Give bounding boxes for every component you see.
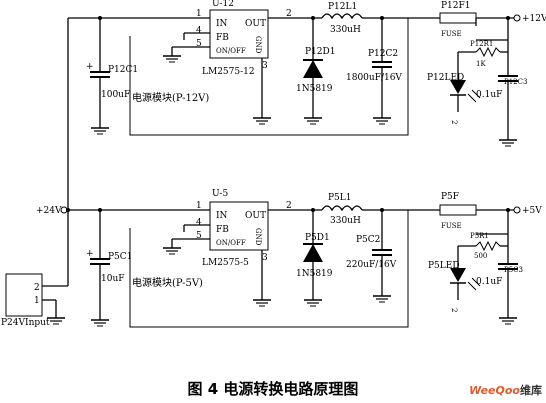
svg-text:5: 5 <box>196 39 202 49</box>
svg-text:3: 3 <box>262 253 268 263</box>
ic-ref-12v: U-12 <box>212 0 234 9</box>
svg-text:P5C2: P5C2 <box>356 235 380 245</box>
resistor-5v <box>475 240 501 252</box>
svg-text:P12L1: P12L1 <box>328 2 357 12</box>
svg-text:P12F1: P12F1 <box>441 1 470 11</box>
input-cap-ref-12v: P12C1 <box>108 65 138 75</box>
output-label-12v: +12V <box>522 14 546 24</box>
svg-text:P5F: P5F <box>441 192 459 202</box>
svg-text:OUT: OUT <box>245 211 266 221</box>
diode-5v <box>303 244 323 262</box>
svg-text:FUSE: FUSE <box>441 30 462 38</box>
svg-text:P12C3: P12C3 <box>504 78 527 86</box>
ic-ref-5v: U-5 <box>212 189 228 199</box>
svg-text:1K: 1K <box>476 60 486 68</box>
svg-text:P12R1: P12R1 <box>470 40 493 48</box>
inductor-12v <box>321 13 363 20</box>
inductor-5v <box>321 205 363 212</box>
svg-text:1: 1 <box>196 9 202 19</box>
input-voltage-label: +24V <box>36 206 62 216</box>
module-label-5v: 电源模块(P-5V) <box>132 276 203 289</box>
input-cap-value-12v: 100uF <box>101 90 130 100</box>
svg-text:FB: FB <box>216 33 229 43</box>
svg-text:P5C3: P5C3 <box>504 266 523 274</box>
svg-text:FB: FB <box>216 225 229 235</box>
svg-text:3: 3 <box>262 61 268 71</box>
svg-text:P5LED: P5LED <box>428 261 460 271</box>
svg-text:P5D1: P5D1 <box>305 233 330 243</box>
svg-text:1N5819: 1N5819 <box>296 84 333 94</box>
module-label-12v: 电源模块(P-12V) <box>132 91 209 104</box>
svg-text:0.1uF: 0.1uF <box>476 277 502 287</box>
svg-text:FUSE: FUSE <box>441 222 462 230</box>
led-5v <box>450 268 466 282</box>
watermark-cn: 维库 <box>520 384 542 397</box>
ic-part-5v: LM2575-5 <box>202 258 249 268</box>
svg-text:P12C2: P12C2 <box>368 49 398 59</box>
input-connector: 2 1 P24VInput <box>1 273 68 328</box>
svg-text:2: 2 <box>286 9 292 19</box>
svg-text:330uH: 330uH <box>330 25 361 35</box>
svg-text:0.1uF: 0.1uF <box>476 90 502 100</box>
svg-text:P5L1: P5L1 <box>328 193 351 203</box>
ic-u12 <box>209 9 269 59</box>
svg-text:IN: IN <box>216 19 228 29</box>
svg-text:IN: IN <box>216 211 228 221</box>
svg-text:P5R1: P5R1 <box>470 232 489 240</box>
svg-text:1N5819: 1N5819 <box>296 269 333 279</box>
svg-text:220uF/16V: 220uF/16V <box>346 260 397 270</box>
svg-text:2: 2 <box>286 201 292 211</box>
connector-pin-1: 1 <box>34 296 40 306</box>
channel-5v: + P5C1 10uF 电源模块(P-5V) U-5 IN OUT FB ON/… <box>66 189 542 328</box>
channel-12v: + P12C1 100uF 电源模块(P-12V) U-12 IN OUT FB… <box>68 0 546 147</box>
svg-text:2: 2 <box>450 308 458 312</box>
diode-12v <box>303 60 323 78</box>
watermark-logo: WeeQoo维库 <box>469 382 542 398</box>
svg-text:2: 2 <box>450 120 458 124</box>
svg-text:+: + <box>86 249 94 259</box>
input-cap-ref-5v: P5C1 <box>108 252 132 262</box>
svg-text:ON/OFF: ON/OFF <box>216 47 246 55</box>
svg-text:OUT: OUT <box>245 19 266 29</box>
output-label-5v: +5V <box>522 206 542 216</box>
svg-text:1: 1 <box>196 201 202 211</box>
svg-text:5: 5 <box>196 231 202 241</box>
svg-text:ON/OFF: ON/OFF <box>216 239 246 247</box>
svg-text:P12LED: P12LED <box>427 73 464 83</box>
svg-text:500: 500 <box>474 252 487 260</box>
svg-text:4: 4 <box>196 218 202 228</box>
svg-text:+: + <box>86 62 94 72</box>
ic-u5 <box>209 201 269 251</box>
fuse-5v <box>439 204 477 216</box>
input-bus: +24V <box>36 18 69 286</box>
resistor-12v <box>475 46 501 58</box>
svg-text:4: 4 <box>196 26 202 36</box>
svg-text:P12D1: P12D1 <box>305 47 335 57</box>
fuse-12v <box>439 12 477 24</box>
ic-part-12v: LM2575-12 <box>202 67 255 77</box>
connector-pin-2: 2 <box>34 283 40 293</box>
figure-caption: 图 4 电源转换电路原理图 <box>187 380 359 398</box>
svg-text:GND: GND <box>254 36 262 54</box>
watermark-main: WeeQoo <box>469 384 520 397</box>
input-cap-value-5v: 10uF <box>101 274 125 284</box>
connector-ref: P24VInput <box>1 318 50 328</box>
svg-text:1800uF/16V: 1800uF/16V <box>346 73 402 83</box>
svg-text:GND: GND <box>254 228 262 246</box>
svg-text:330uH: 330uH <box>330 216 361 226</box>
led-12v <box>450 80 466 94</box>
